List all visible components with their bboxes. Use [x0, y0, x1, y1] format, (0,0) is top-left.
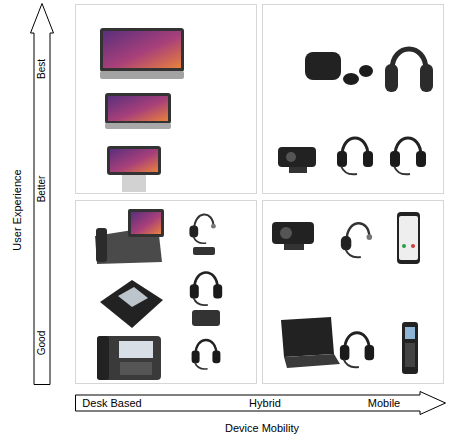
laptop-base [284, 354, 340, 368]
device-screen [108, 96, 168, 121]
device-screen [103, 31, 181, 68]
handset-keypad [405, 343, 415, 367]
phone-screen [399, 216, 418, 260]
phone-keypad [120, 362, 152, 375]
device-bezel [100, 28, 184, 72]
earbud [359, 65, 373, 77]
call-button [402, 244, 406, 248]
headset [337, 138, 373, 174]
phone-body [100, 280, 163, 328]
phone-screen [119, 341, 153, 358]
phone-handset [96, 228, 107, 262]
axis-arrow: Desk BasedHybridMobileDevice Mobility [75, 391, 446, 415]
quadrant-frame [263, 5, 444, 194]
webcam-body [278, 147, 316, 167]
quadrant-frame [76, 5, 257, 194]
handset-body [402, 322, 418, 374]
headset [341, 223, 372, 257]
device-base [105, 123, 171, 129]
axis-level: Mobile [368, 397, 400, 409]
axis-level: Good [36, 331, 48, 355]
webcam-clip [284, 244, 304, 250]
axis-level: Better [36, 176, 48, 203]
device-stand [122, 175, 146, 192]
desk-pro-device [100, 28, 184, 79]
device-screen [110, 149, 158, 172]
headset-base [193, 247, 215, 255]
axis-level: Hybrid [249, 397, 281, 409]
over-ear-headphones [385, 49, 433, 92]
webcam [278, 147, 316, 173]
phone-handset [97, 336, 109, 380]
call-button [411, 244, 415, 248]
desk-phone [97, 336, 161, 380]
webcam-clip [289, 167, 307, 173]
webcam [272, 222, 314, 250]
headset [390, 138, 426, 174]
device-bezel [105, 93, 171, 124]
axis-title: User Experience [11, 169, 23, 250]
phone-body [97, 336, 161, 380]
headset [192, 340, 221, 369]
headset [189, 215, 215, 244]
conference-phone [100, 280, 163, 328]
quadrant-frame [76, 201, 257, 384]
phone-body [397, 212, 420, 264]
laptop-screen [281, 317, 334, 357]
desk-device [105, 93, 171, 129]
axis-level: Best [36, 59, 48, 79]
phone-display [128, 209, 164, 237]
phone-screen [118, 287, 148, 307]
video-phone [95, 209, 164, 264]
device-bezel [107, 146, 161, 175]
webcam-lens [280, 227, 292, 239]
phone-screen [131, 212, 161, 234]
mobile-phone [397, 212, 420, 264]
headset [190, 273, 222, 306]
headset-base [192, 310, 220, 326]
headset [340, 333, 374, 368]
desk-mini-device [107, 146, 161, 192]
headset-on-stand [189, 215, 215, 255]
webcam-body [272, 222, 314, 244]
laptop [281, 317, 340, 368]
headset-on-stand [190, 273, 222, 327]
wireless-handset [402, 322, 418, 374]
quadrant-frame [263, 201, 444, 384]
device-base [100, 71, 184, 79]
arrow-outline [31, 4, 54, 385]
axis-arrow: User ExperienceBestBetterGood [30, 3, 54, 385]
axis-title: Device Mobility [225, 422, 299, 434]
earbuds [305, 52, 373, 85]
axis-level: Desk Based [82, 397, 141, 409]
webcam-lens [286, 152, 296, 162]
earbud-case [305, 52, 341, 80]
arrow-outline [76, 392, 446, 415]
handset-screen [405, 327, 415, 339]
earbud [343, 73, 359, 85]
